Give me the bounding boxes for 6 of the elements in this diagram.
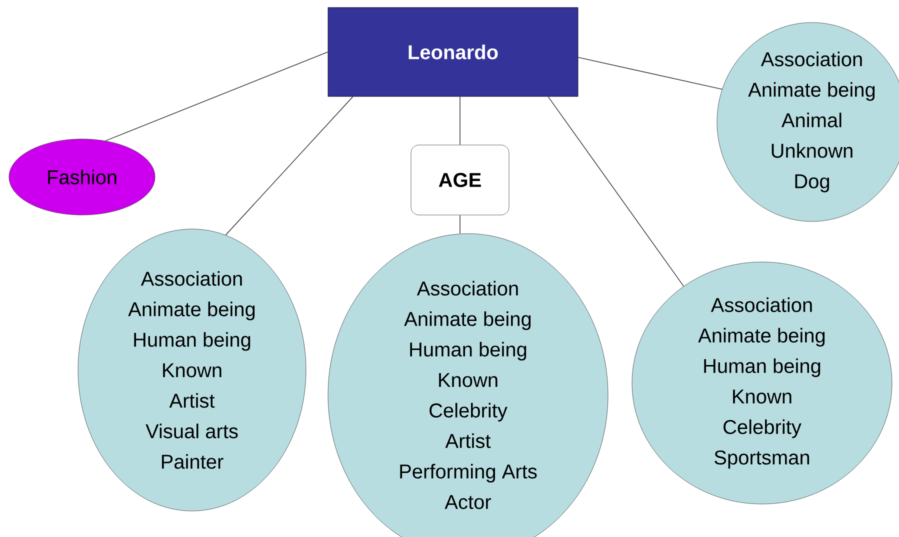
connector-line [105,52,328,142]
connector-line [578,56,722,90]
connector-line [548,96,684,287]
title-box: Leonardo [328,7,578,97]
label-box: AGE [410,144,510,216]
connector-line [225,96,354,236]
